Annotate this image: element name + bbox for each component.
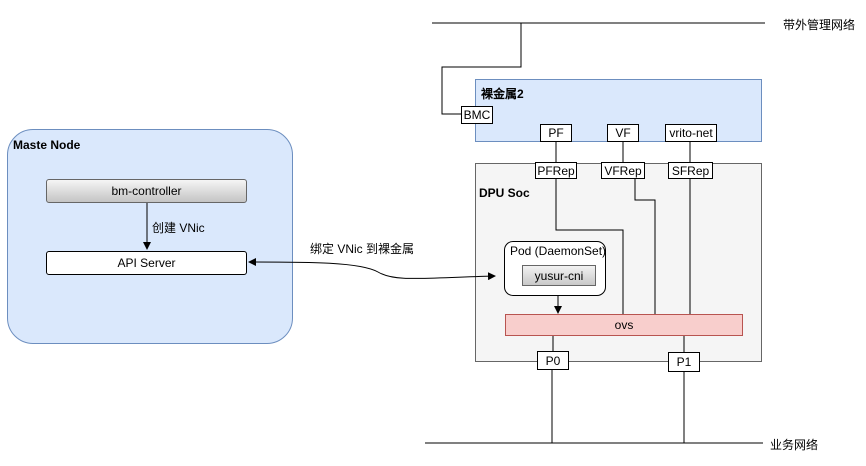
bm-controller-box: bm-controller [46,179,247,203]
master-node-container [7,129,293,344]
master-node-title: Maste Node [13,138,81,152]
p0-box: P0 [537,351,569,370]
pod-daemonset-title: Pod (DaemonSet) [510,244,607,258]
api-server-box: API Server [46,251,247,275]
pfrep-box: PFRep [535,162,577,179]
dpu-soc-title: DPU Soc [479,186,530,200]
p1-box: P1 [668,352,700,372]
vfrep-box: VFRep [601,162,645,179]
yusur-cni-box: yusur-cni [522,265,596,286]
sfrep-box: SFRep [668,162,713,179]
ovs-box: ovs [505,314,743,336]
oob-to-bmc-link [441,23,522,115]
bare-metal-title: 裸金属2 [481,87,524,101]
api-pod-bidirectional-arrow [248,258,496,281]
bind-vnic-label: 绑定 VNic 到裸金属 [310,242,415,256]
vf-box: VF [607,124,639,142]
bmc-box: BMC [461,106,493,124]
vfrep-ovs-link [634,178,656,315]
create-vnic-label: 创建 VNic [152,221,205,235]
business-network-label: 业务网络 [770,438,819,452]
oob-network-label: 带外管理网络 [783,18,856,32]
vrito-net-box: vrito-net [665,124,717,142]
pfrep-ovs-link [555,178,624,315]
pf-box: PF [540,124,572,142]
